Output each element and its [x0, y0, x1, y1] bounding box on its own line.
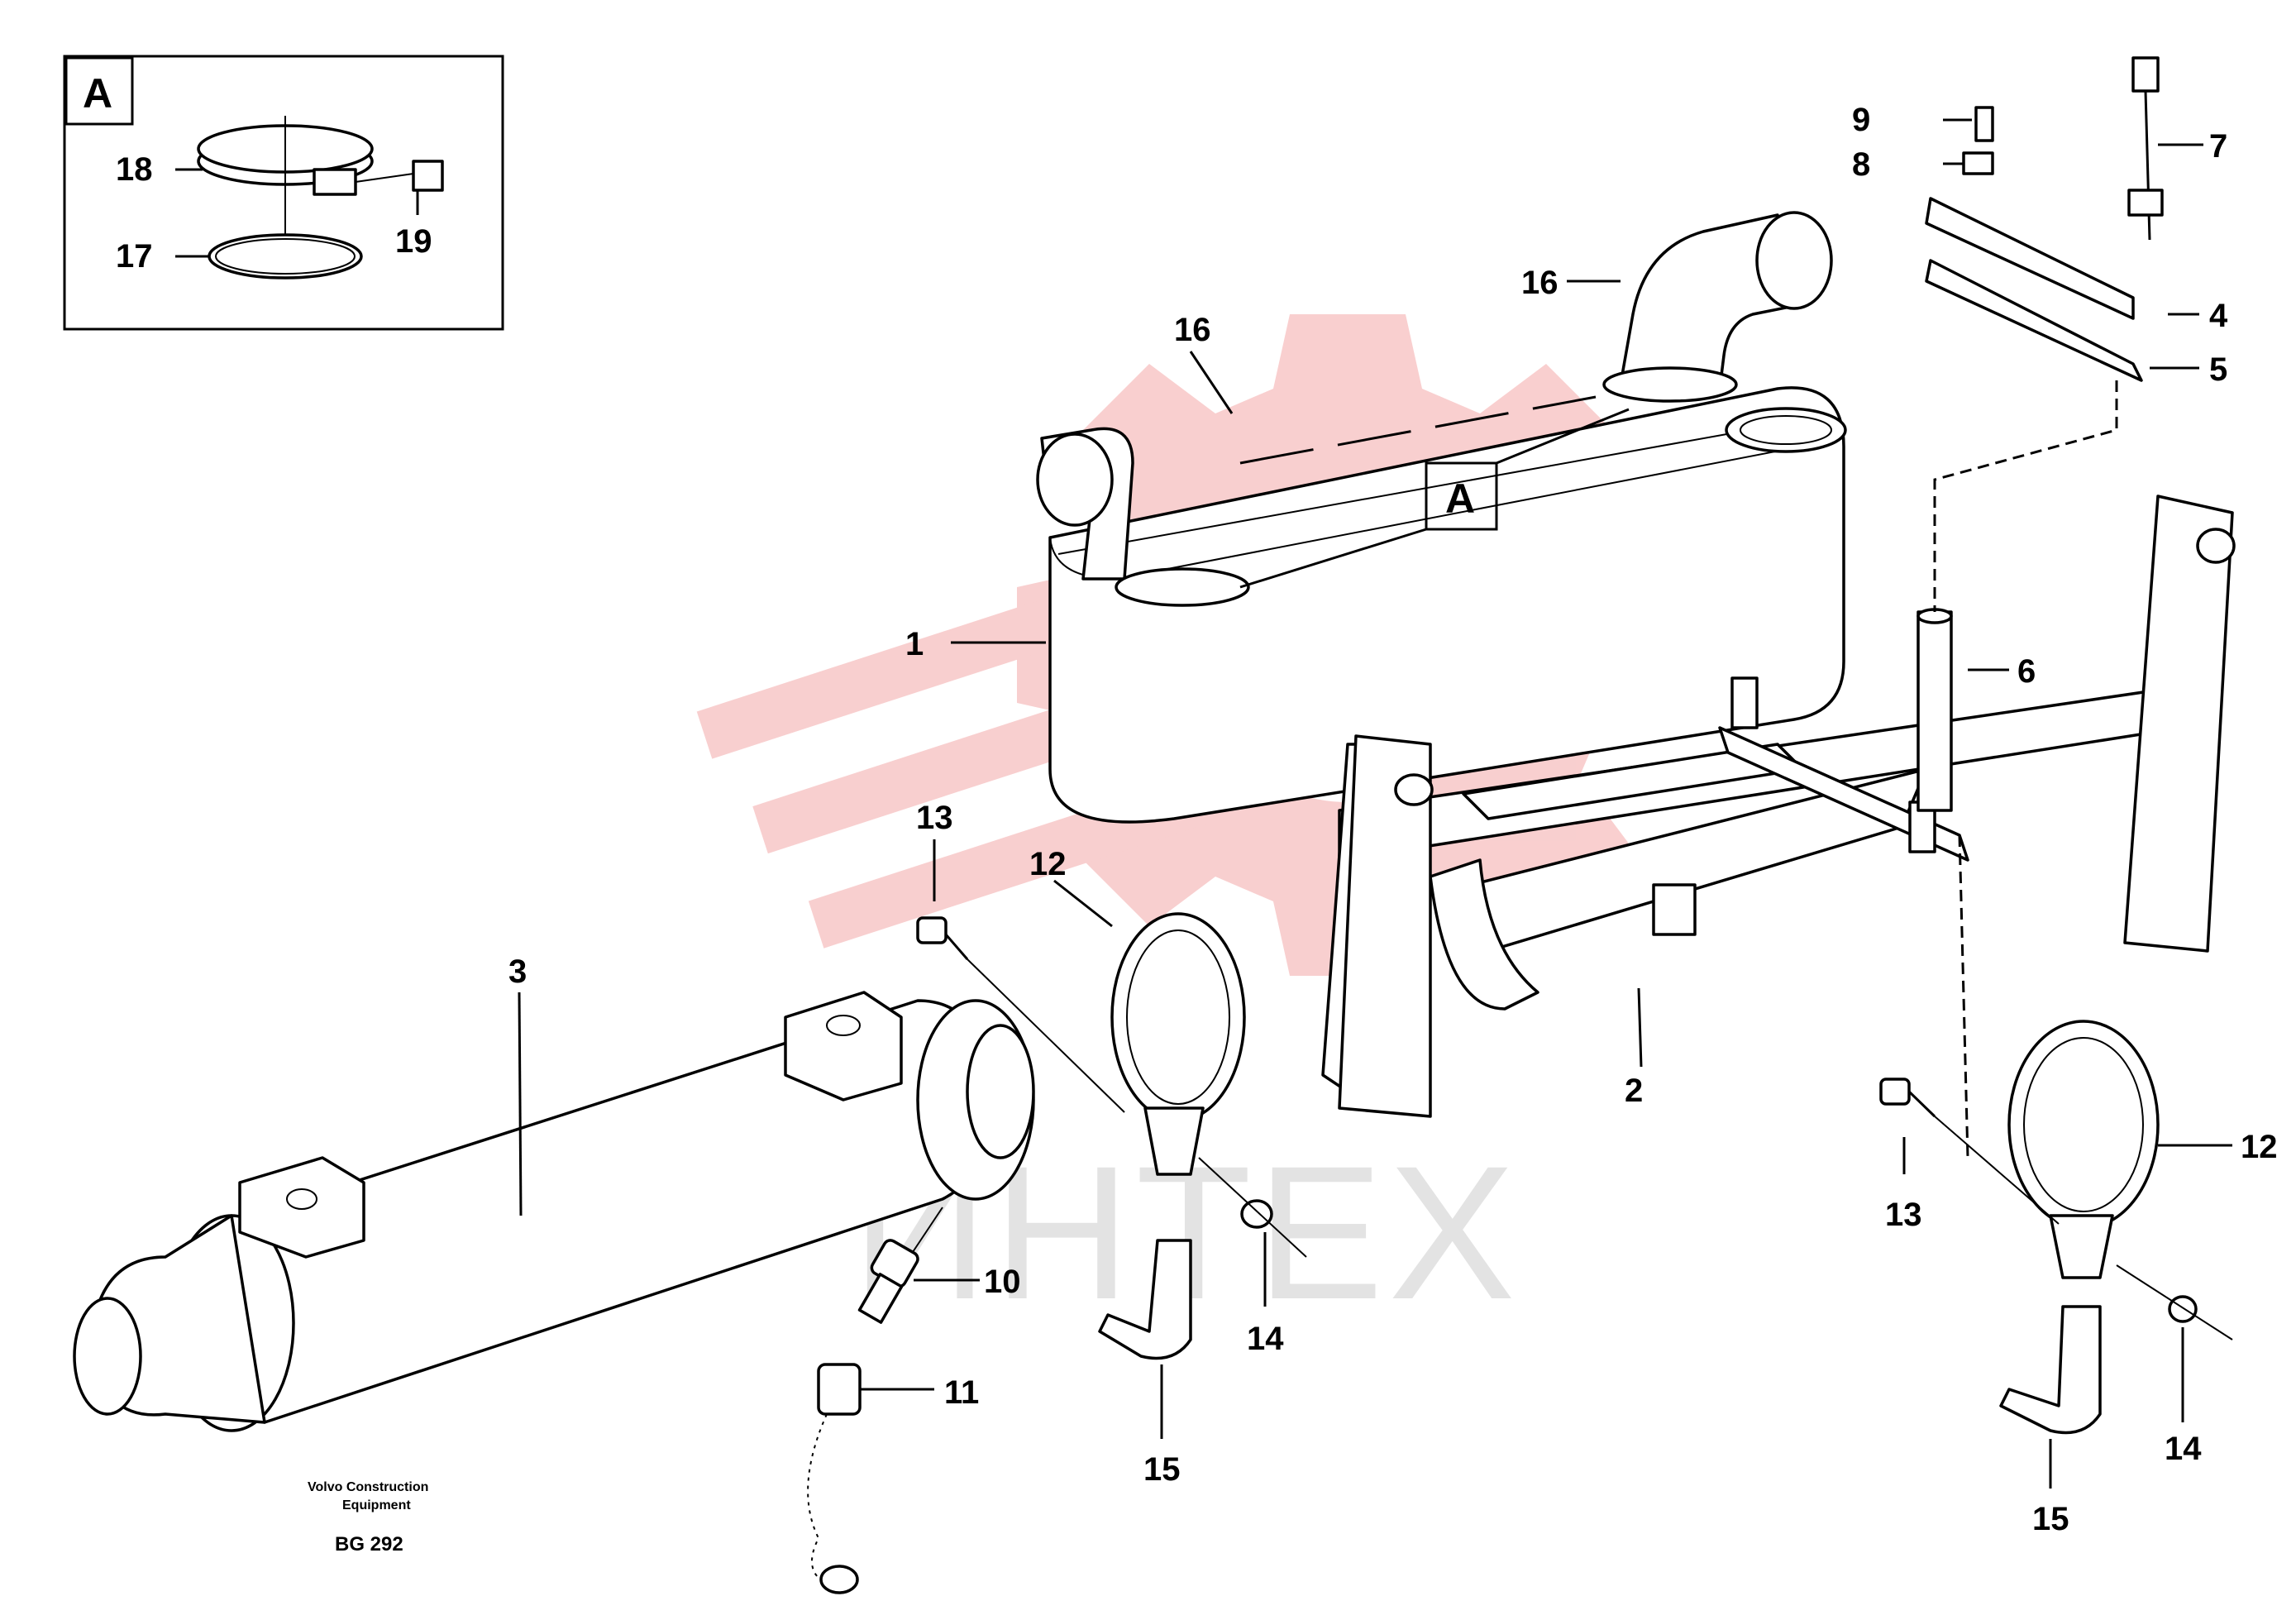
callout-6: 6: [2017, 653, 2036, 690]
credit-line-2: Equipment: [342, 1498, 411, 1512]
reference-box-label: A: [1445, 475, 1475, 522]
callout-15-left: 15: [1143, 1451, 1181, 1488]
callout-12-right: 12: [2241, 1129, 2278, 1165]
publisher-credit: Volvo Construction Equipment BG 292: [308, 1480, 428, 1555]
callout-3: 3: [508, 953, 527, 990]
callout-16-left: 16: [1174, 312, 1211, 348]
detail-box-a: A 18 19 17: [63, 55, 504, 331]
reference-box-a: A: [1239, 395, 1630, 589]
callout-14-right: 14: [2165, 1431, 2202, 1467]
callout-14-left: 14: [1247, 1321, 1284, 1357]
drawing-code: BG 292: [335, 1533, 403, 1555]
callout-1: 1: [905, 626, 924, 662]
callouts: 1 2 3 4 5 6 7 8 9 10 11 12 12 13 13 14 1…: [508, 102, 2278, 1537]
leader-lines: [518, 118, 2232, 1489]
callout-17: 17: [116, 238, 153, 275]
callout-11: 11: [944, 1374, 979, 1411]
callout-5: 5: [2209, 351, 2227, 388]
callout-7: 7: [2209, 128, 2227, 165]
callout-2: 2: [1625, 1073, 1643, 1109]
credit-line-1: Volvo Construction: [308, 1480, 428, 1494]
callout-13-right: 13: [1885, 1197, 1922, 1233]
part-2-bracket-frame: [1321, 495, 2236, 1118]
callout-10: 10: [984, 1264, 1021, 1300]
detail-box-label: A: [83, 70, 112, 117]
parts-10-11-valve-and-cap: [807, 1207, 943, 1594]
callout-19: 19: [395, 223, 432, 260]
callout-15-right: 15: [2032, 1501, 2069, 1537]
parts-4-to-9-hardware: [1917, 56, 2164, 1159]
callout-16-right: 16: [1521, 265, 1559, 301]
callout-12-left: 12: [1029, 846, 1067, 882]
callout-18: 18: [116, 151, 153, 188]
parts-12-15-left-clamp-set: [916, 912, 1307, 1360]
part-3-cylinder: [73, 991, 1035, 1432]
callout-13-left: 13: [916, 800, 953, 836]
callout-8: 8: [1852, 146, 1870, 183]
callout-4: 4: [2209, 298, 2228, 334]
part-1-tank: [1036, 211, 1847, 824]
parts-12-15-right-clamp-set: [1879, 1020, 2233, 1435]
callout-9: 9: [1852, 102, 1870, 138]
